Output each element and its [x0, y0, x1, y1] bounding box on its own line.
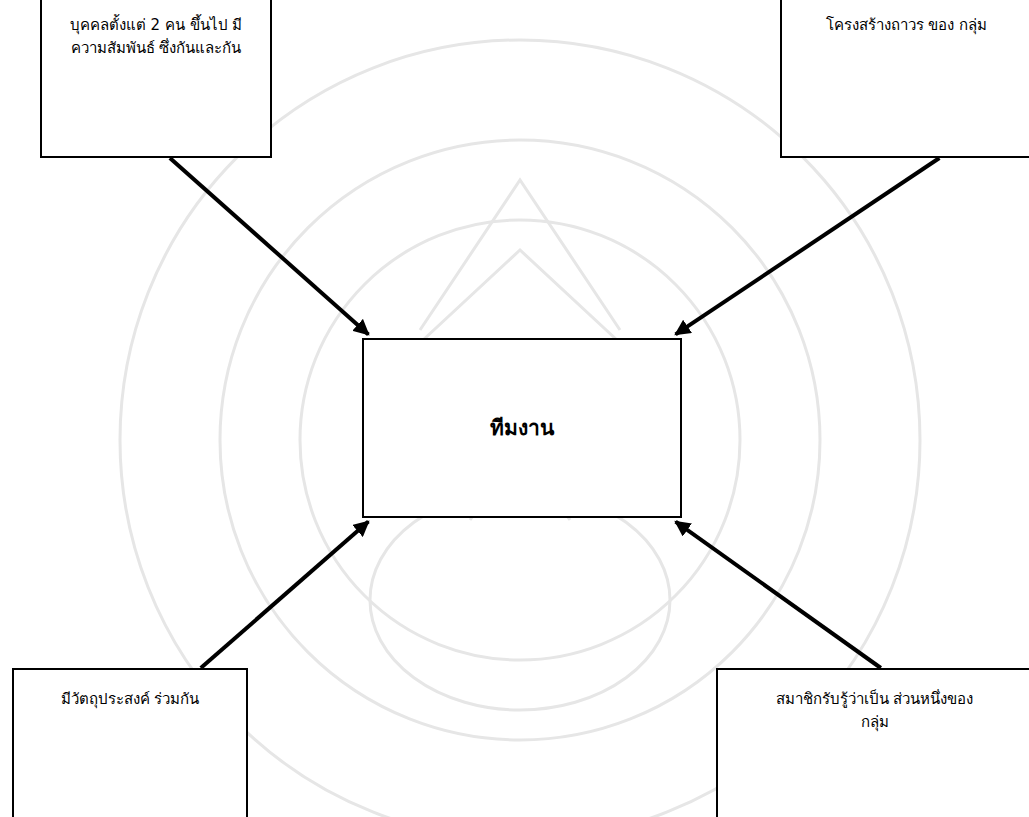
node-text: โครงสร้างถาวร ของ กลุ่ม [822, 14, 992, 37]
arrow-connector [201, 522, 369, 668]
arrow-connector [676, 158, 940, 334]
arrow-connector [676, 522, 881, 668]
node-text: บุคคลตั้งแต่ 2 คน ขึ้นไป มีความสัมพันธ์ … [61, 14, 251, 61]
arrow-connector [170, 158, 368, 334]
node-text: ทีมงาน [382, 412, 662, 445]
attribute-box: มีวัตถุประสงค์ ร่วมกัน [12, 668, 248, 817]
attribute-box: โครงสร้างถาวร ของ กลุ่ม [780, 0, 1029, 158]
node-text: มีวัตถุประสงค์ ร่วมกัน [45, 688, 215, 711]
attribute-box: สมาชิกรับรู้ว่าเป็น ส่วนหนึ่งของกลุ่ม [716, 668, 1029, 817]
node-text: สมาชิกรับรู้ว่าเป็น ส่วนหนึ่งของกลุ่ม [765, 688, 985, 735]
attribute-box: บุคคลตั้งแต่ 2 คน ขึ้นไป มีความสัมพันธ์ … [40, 0, 272, 158]
central-box: ทีมงาน [362, 338, 682, 518]
